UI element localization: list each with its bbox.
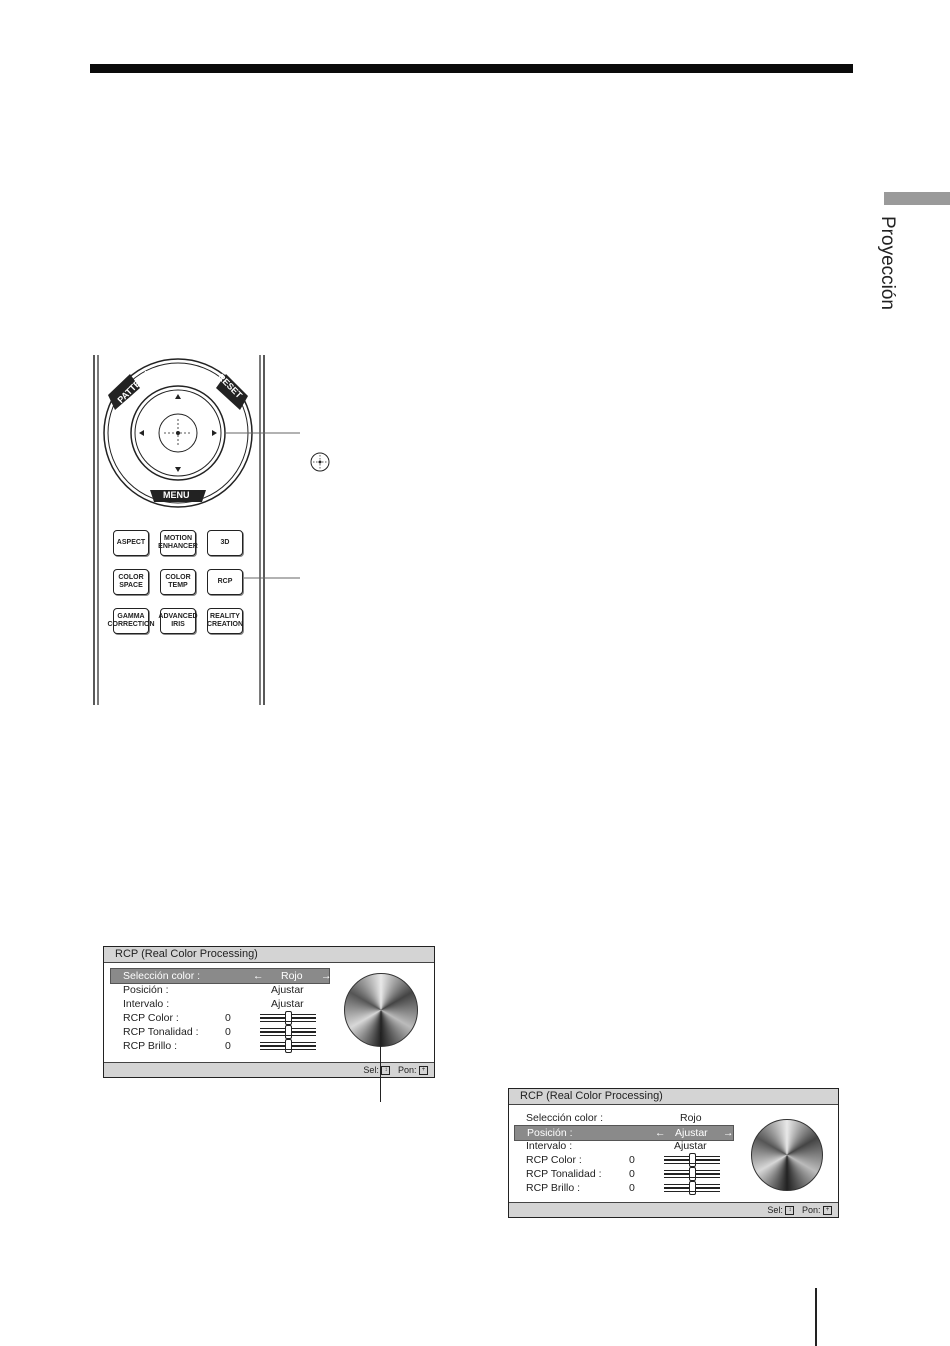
- side-tab-label: Proyección: [877, 216, 898, 310]
- menu-row-position[interactable]: Posición : ← Ajustar →: [514, 1125, 734, 1141]
- right-arrow-icon[interactable]: →: [723, 1127, 734, 1139]
- row-value: 0: [225, 1012, 231, 1024]
- menu-row-rcp-brightness[interactable]: RCP Brillo : 0: [123, 1039, 333, 1053]
- color-space-button[interactable]: COLOR SPACE: [113, 569, 149, 595]
- row-value: Rojo: [281, 970, 303, 982]
- remote-control: PATTERN RESET MENU ASPECT MOTION ENHANCE…: [80, 350, 310, 710]
- row-label: RCP Tonalidad :: [123, 1026, 199, 1038]
- enter-key-icon: +: [419, 1066, 428, 1076]
- row-value: 0: [225, 1040, 231, 1052]
- left-arrow-icon[interactable]: ←: [253, 970, 264, 982]
- footer-pon: Pon:: [397, 1065, 417, 1075]
- color-wheel: [751, 1119, 823, 1191]
- rcp-hue-slider[interactable]: [664, 1167, 720, 1181]
- menu-footer: Sel: ↕ Pon: +: [104, 1062, 434, 1077]
- 3d-button[interactable]: 3D: [207, 530, 243, 556]
- row-label: Selección color :: [526, 1112, 604, 1124]
- row-label: Selección color :: [123, 970, 201, 982]
- rcp-color-slider[interactable]: [664, 1153, 720, 1167]
- row-label: Intervalo :: [526, 1140, 573, 1152]
- enter-icon: [310, 452, 330, 472]
- row-label: Posición :: [123, 984, 169, 996]
- row-value: 0: [629, 1182, 635, 1194]
- side-tab-bar: [884, 192, 950, 205]
- rcp-menu-1: RCP (Real Color Processing) Selección co…: [103, 946, 435, 1078]
- row-value: Ajustar: [675, 1127, 708, 1139]
- rcp-menu-2: RCP (Real Color Processing) Selección co…: [508, 1088, 839, 1218]
- gamma-correction-button[interactable]: GAMMA CORRECTION: [107, 608, 155, 634]
- footer-sel: Sel:: [767, 1205, 783, 1215]
- row-value: 0: [629, 1154, 635, 1166]
- row-label: RCP Brillo :: [123, 1040, 178, 1052]
- footer-sel: Sel:: [363, 1065, 379, 1075]
- rcp-color-slider[interactable]: [260, 1011, 316, 1025]
- row-value: 0: [225, 1026, 231, 1038]
- menu-row-rcp-brightness[interactable]: RCP Brillo : 0: [526, 1181, 736, 1195]
- menu-row-interval[interactable]: Intervalo : Ajustar: [526, 1139, 736, 1153]
- slider-knob[interactable]: [285, 1025, 292, 1039]
- row-label: Posición :: [527, 1127, 573, 1139]
- reality-creation-button[interactable]: REALITY CREATION: [207, 608, 243, 634]
- aspect-button[interactable]: ASPECT: [113, 530, 149, 556]
- up-down-key-icon: ↕: [381, 1066, 391, 1076]
- advanced-iris-button[interactable]: ADVANCED IRIS: [158, 608, 198, 634]
- menu-row-position[interactable]: Posición : Ajustar: [123, 983, 333, 997]
- slider-knob[interactable]: [285, 1011, 292, 1025]
- menu-row-color-selection[interactable]: Selección color : ← Rojo →: [110, 968, 332, 984]
- menu-title: RCP (Real Color Processing): [104, 947, 434, 963]
- menu-row-rcp-hue[interactable]: RCP Tonalidad : 0: [123, 1025, 333, 1039]
- left-arrow-icon[interactable]: ←: [655, 1127, 666, 1139]
- wheel-callout-line: [380, 1032, 381, 1102]
- row-value: Ajustar: [271, 998, 304, 1010]
- color-temp-button[interactable]: COLOR TEMP: [160, 569, 196, 595]
- menu-row-rcp-hue[interactable]: RCP Tonalidad : 0: [526, 1167, 736, 1181]
- menu-row-interval[interactable]: Intervalo : Ajustar: [123, 997, 333, 1011]
- enter-key-icon: +: [823, 1206, 832, 1216]
- row-value: Rojo: [680, 1112, 702, 1124]
- row-label: RCP Brillo :: [526, 1182, 581, 1194]
- row-value: 0: [629, 1168, 635, 1180]
- color-wheel: [344, 973, 418, 1047]
- slider-knob[interactable]: [689, 1167, 696, 1181]
- right-arrow-icon[interactable]: →: [321, 970, 332, 982]
- motion-enhancer-button[interactable]: MOTION ENHANCER: [158, 530, 198, 556]
- row-value: Ajustar: [674, 1140, 707, 1152]
- rcp-hue-slider[interactable]: [260, 1025, 316, 1039]
- menu-row-rcp-color[interactable]: RCP Color : 0: [526, 1153, 736, 1167]
- rcp-brightness-slider[interactable]: [664, 1181, 720, 1195]
- rcp-button[interactable]: RCP: [207, 569, 243, 595]
- footer-pon: Pon:: [801, 1205, 821, 1215]
- menu-footer: Sel: ↕ Pon: +: [509, 1202, 838, 1217]
- row-label: RCP Color :: [123, 1012, 179, 1024]
- page-number-rule: [815, 1288, 817, 1346]
- remote-outline: [93, 355, 300, 705]
- menu-row-rcp-color[interactable]: RCP Color : 0: [123, 1011, 333, 1025]
- slider-knob[interactable]: [689, 1181, 696, 1195]
- up-down-key-icon: ↕: [785, 1206, 795, 1216]
- row-label: Intervalo :: [123, 998, 170, 1010]
- slider-knob[interactable]: [285, 1039, 292, 1053]
- row-label: RCP Tonalidad :: [526, 1168, 602, 1180]
- menu-button[interactable]: MENU: [163, 490, 190, 500]
- menu-title: RCP (Real Color Processing): [509, 1089, 838, 1105]
- row-label: RCP Color :: [526, 1154, 582, 1166]
- menu-row-color-selection[interactable]: Selección color : Rojo: [526, 1111, 736, 1125]
- top-rule: [90, 64, 853, 73]
- slider-knob[interactable]: [689, 1153, 696, 1167]
- row-value: Ajustar: [271, 984, 304, 996]
- rcp-brightness-slider[interactable]: [260, 1039, 316, 1053]
